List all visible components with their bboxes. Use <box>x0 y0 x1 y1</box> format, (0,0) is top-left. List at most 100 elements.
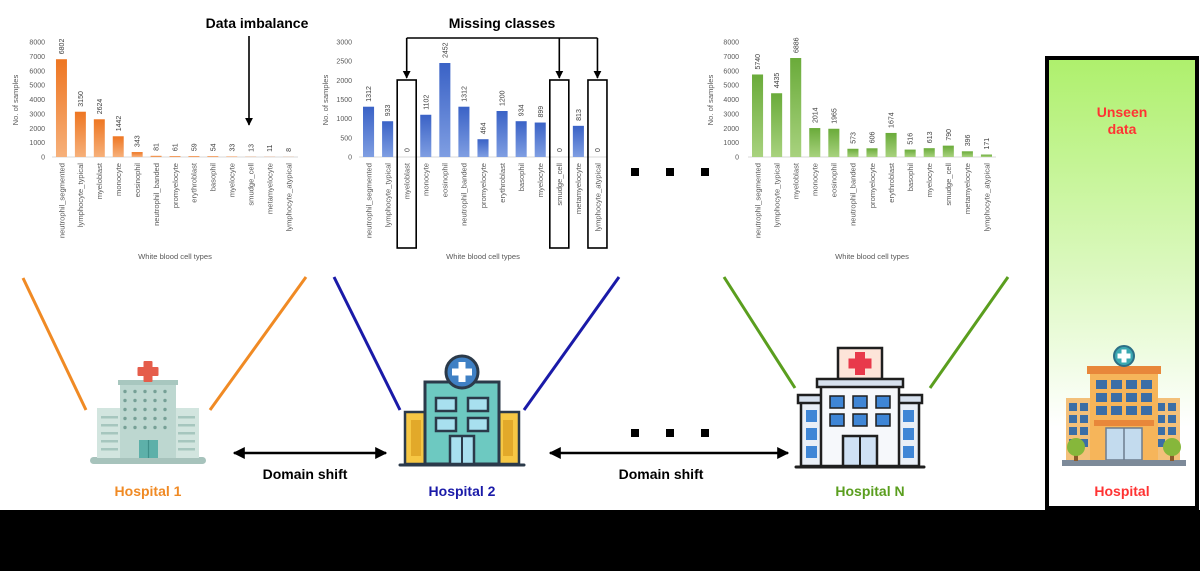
category-label: lymphocyte_atypical <box>593 163 602 232</box>
y-axis-title: No. of samples <box>321 74 330 125</box>
hospital-2-label: Hospital 2 <box>429 483 496 499</box>
hospital-2-icon <box>398 354 526 467</box>
x-axis-title: White blood cell types <box>835 252 909 261</box>
category-label: promyelocyte <box>479 163 488 208</box>
y-tick-label: 500 <box>340 135 352 142</box>
bar <box>131 152 143 157</box>
missing-classes-arrows <box>402 37 602 79</box>
data-label: 59 <box>192 143 199 151</box>
data-label: 11 <box>267 144 274 151</box>
category-label: lymphocyte_atypical <box>982 163 991 232</box>
data-label: 2624 <box>97 99 104 115</box>
hospital-2-connector-left <box>332 276 402 411</box>
category-label: promyelocyte <box>868 163 877 208</box>
domain-shift-label-left: Domain shift <box>263 466 348 482</box>
bar <box>534 122 546 157</box>
bar <box>55 59 67 157</box>
bar <box>439 63 451 157</box>
y-axis-title: No. of samples <box>706 74 715 125</box>
bar <box>382 121 394 157</box>
bar <box>885 132 897 157</box>
category-label: monocyte <box>114 163 123 196</box>
category-label: metamyelocyte <box>963 163 972 214</box>
data-label: 516 <box>908 133 915 145</box>
category-label: smudge_cell <box>944 163 953 206</box>
unseen-data-panel: Unseen data Hospital <box>1045 56 1199 510</box>
data-label: 2014 <box>812 107 819 123</box>
data-label: 606 <box>870 132 877 144</box>
category-label: erythroblast <box>498 162 507 203</box>
y-tick-label: 2000 <box>29 126 45 133</box>
category-label: neutrophil_segmented <box>753 163 762 238</box>
category-label: myelocyte <box>925 163 934 197</box>
bar <box>942 145 954 157</box>
bar <box>572 125 584 157</box>
domain-shift-label-right: Domain shift <box>619 466 704 482</box>
missing-class-box <box>587 79 608 249</box>
unseen-title-line2: data <box>1108 121 1137 137</box>
category-label: eosinophil <box>830 163 839 198</box>
bar <box>477 139 489 157</box>
hospital-2-connector-right <box>522 276 621 411</box>
category-label: basophil <box>906 163 915 192</box>
y-tick-label: 1000 <box>723 140 739 147</box>
data-label: 343 <box>135 135 142 147</box>
bar <box>961 151 973 157</box>
y-tick-label: 6000 <box>29 68 45 75</box>
unseen-hospital-icon <box>1062 345 1186 466</box>
category-label: erythroblast <box>190 162 199 203</box>
x-axis-title: White blood cell types <box>446 252 520 261</box>
category-label: neutrophil_banded <box>460 163 469 226</box>
category-label: eosinophil <box>441 163 450 198</box>
y-tick-label: 2000 <box>723 126 739 133</box>
data-label: 13 <box>248 144 255 152</box>
category-label: myelocyte <box>228 163 237 197</box>
hospital-n-label: Hospital N <box>835 483 904 499</box>
bar <box>847 148 859 157</box>
bar <box>207 156 219 157</box>
category-label: myeloblast <box>791 162 800 199</box>
data-label: 6802 <box>59 39 66 55</box>
hospital-n-connector-left <box>722 276 797 389</box>
bottom-black-band <box>0 510 1200 571</box>
data-label: 54 <box>210 143 217 151</box>
bar <box>112 136 124 157</box>
y-tick-label: 3000 <box>336 40 352 47</box>
data-label: 0 <box>404 148 411 152</box>
data-label: 1102 <box>423 95 430 110</box>
data-label: 1312 <box>366 86 373 102</box>
y-tick-label: 3000 <box>29 111 45 118</box>
y-tick-label: 0 <box>735 155 739 162</box>
unseen-hospital-label: Hospital <box>1094 483 1149 499</box>
data-label: 613 <box>927 131 934 143</box>
data-label: 573 <box>851 132 858 144</box>
category-label: monocyte <box>811 163 820 196</box>
data-label: 61 <box>173 143 180 151</box>
bar <box>923 148 935 157</box>
y-axis-title: No. of samples <box>11 74 20 125</box>
category-label: myeloblast <box>95 162 104 199</box>
bar <box>496 111 508 157</box>
ellipsis-dot <box>666 168 674 176</box>
data-label: 813 <box>576 109 583 121</box>
bar <box>420 114 432 157</box>
category-label: eosinophil <box>133 163 142 198</box>
data-label: 0 <box>595 148 602 152</box>
bar <box>828 128 840 157</box>
missing-class-box <box>549 79 570 249</box>
category-label: basophil <box>517 163 526 192</box>
data-label: 5740 <box>755 54 762 70</box>
category-label: smudge_cell <box>555 163 564 206</box>
data-label: 1674 <box>889 112 896 128</box>
data-label: 464 <box>481 122 488 134</box>
bar <box>150 155 162 157</box>
category-label: lymphocyte_atypical <box>284 163 293 232</box>
y-tick-label: 0 <box>41 155 45 162</box>
category-label: lymphocyte_typical <box>772 163 781 227</box>
category-label: neutrophil_segmented <box>364 163 373 238</box>
ellipsis-dot <box>631 168 639 176</box>
category-label: basophil <box>209 163 218 192</box>
data-label: 1442 <box>116 116 123 132</box>
y-tick-label: 7000 <box>723 54 739 61</box>
